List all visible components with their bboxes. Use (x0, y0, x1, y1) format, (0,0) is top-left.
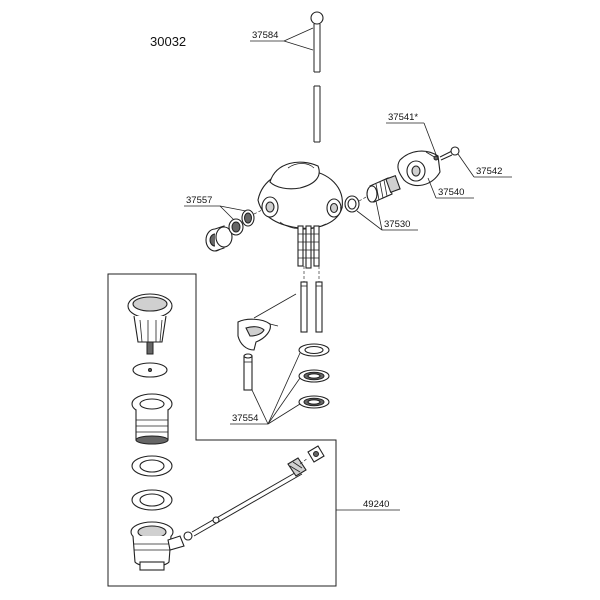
fixing-bracket-part[interactable] (237, 318, 279, 351)
mounting-studs-part[interactable] (300, 266, 323, 333)
waste-washer-1-part[interactable] (131, 455, 173, 477)
plug-seal-part[interactable] (132, 362, 168, 378)
cartridge-washer-part[interactable] (344, 195, 360, 213)
mixer-body-part[interactable] (257, 161, 343, 269)
base-gasket-2-part[interactable] (298, 369, 330, 383)
pivot-nut-part[interactable] (307, 445, 325, 463)
part-label-37541[interactable]: 37541* (386, 112, 438, 158)
nozzle-adaptor-part[interactable] (205, 209, 263, 252)
base-gasket-3-part[interactable] (298, 395, 330, 409)
model-number: 30032 (150, 34, 186, 49)
waste-body-part[interactable] (130, 521, 185, 571)
part-label-37554-text: 37554 (232, 413, 258, 424)
waste-flange-part[interactable] (131, 393, 173, 445)
part-label-49240[interactable]: 49240 (336, 499, 400, 511)
part-label-37557-text: 37557 (186, 195, 212, 206)
indicator-screw-part[interactable] (433, 146, 460, 161)
fixing-nut-part[interactable] (243, 353, 253, 391)
plug-cap-part[interactable] (127, 293, 173, 355)
part-label-37557[interactable]: 37557 (184, 195, 247, 221)
part-label-37584[interactable]: 37584 (250, 27, 314, 51)
pivot-rod-part[interactable] (183, 457, 307, 541)
waste-washer-2-part[interactable] (131, 489, 173, 511)
part-label-37554[interactable]: 37554 (230, 352, 301, 425)
cartridge-spindle-part[interactable] (366, 175, 401, 203)
part-label-37542[interactable]: 37542 (457, 153, 512, 178)
part-label-37541-text: 37541* (388, 112, 418, 123)
popup-rod-part[interactable] (310, 11, 324, 143)
waste-kit-frame (107, 273, 337, 587)
part-label-37540-text: 37540 (438, 187, 464, 198)
part-label-37542-text: 37542 (476, 166, 502, 177)
part-label-49240-text: 49240 (363, 499, 389, 510)
part-label-37530-text: 37530 (384, 219, 410, 230)
part-label-37530[interactable]: 37530 (356, 200, 418, 231)
tap-handle-part[interactable] (397, 150, 441, 187)
base-gasket-1-part[interactable] (298, 343, 330, 357)
part-label-37540[interactable]: 37540 (427, 177, 474, 199)
part-label-37584-text: 37584 (252, 30, 278, 41)
